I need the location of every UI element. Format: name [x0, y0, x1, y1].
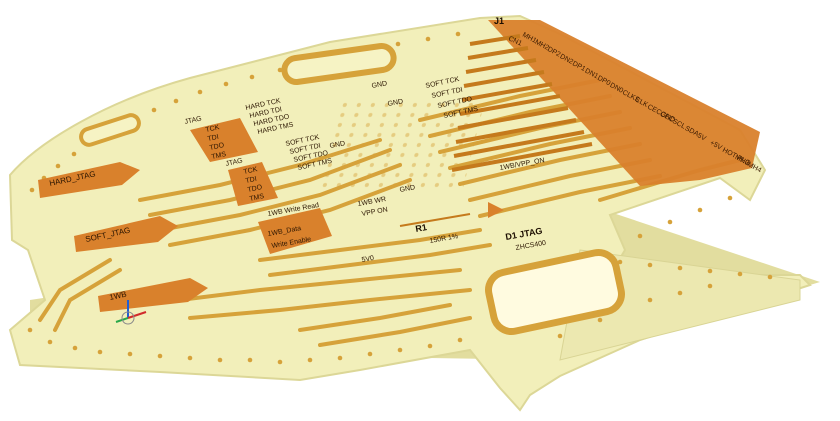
slot-top [281, 43, 397, 85]
resistor-ref-label: R1 [415, 222, 428, 234]
jtag-top-pin-3: TMS [211, 151, 227, 161]
axis-gizmo [115, 300, 147, 325]
net-vpp-on-label: VPP ON [361, 207, 388, 218]
connector-right-block [488, 20, 760, 186]
resistor-trace [399, 213, 471, 227]
slot-lower-right [485, 248, 625, 336]
twb-block [258, 208, 332, 254]
jtag-label-mid: JTAG [225, 157, 243, 167]
hard-jtag-tab [38, 162, 140, 198]
board-substrate [8, 14, 812, 412]
left-tabs [38, 162, 208, 312]
power-net-label: 5V0 [361, 255, 375, 264]
connector-main-label: J1 [494, 16, 504, 26]
gnd-label-4: GND [399, 184, 416, 194]
jtag-top-pin-2: TDO [209, 142, 225, 152]
resistor-value-label: 150R 1% [429, 233, 459, 245]
jtag-block-top [190, 118, 258, 162]
jtag-label-top: JTAG [184, 115, 202, 125]
connector-pins [451, 34, 593, 172]
twb-label: 1WB [109, 290, 128, 302]
diode-symbol [488, 202, 504, 218]
jtag-block-mid [228, 162, 278, 206]
jtag-mid-pin-2: TDO [247, 184, 263, 194]
soft-jtag-tab [74, 216, 178, 252]
twb-tab [98, 278, 208, 312]
gnd-label-1: GND [371, 80, 388, 90]
jtag-top-pin-1: TDI [207, 134, 220, 143]
via-field-center [312, 100, 486, 190]
right-pin-label-14: 5V [696, 132, 707, 142]
slot-left [79, 113, 141, 147]
gnd-label-2: GND [387, 98, 404, 108]
jtag-mid-pin-3: TMS [249, 193, 265, 203]
gnd-label-3: GND [329, 140, 346, 150]
jtag-mid-pin-0: TCK [243, 166, 258, 176]
jtag-top-pin-0: TCK [205, 124, 220, 134]
jtag-mid-pin-1: TDI [245, 176, 258, 185]
net-twb-wr-label: 1WB WR [357, 196, 387, 208]
